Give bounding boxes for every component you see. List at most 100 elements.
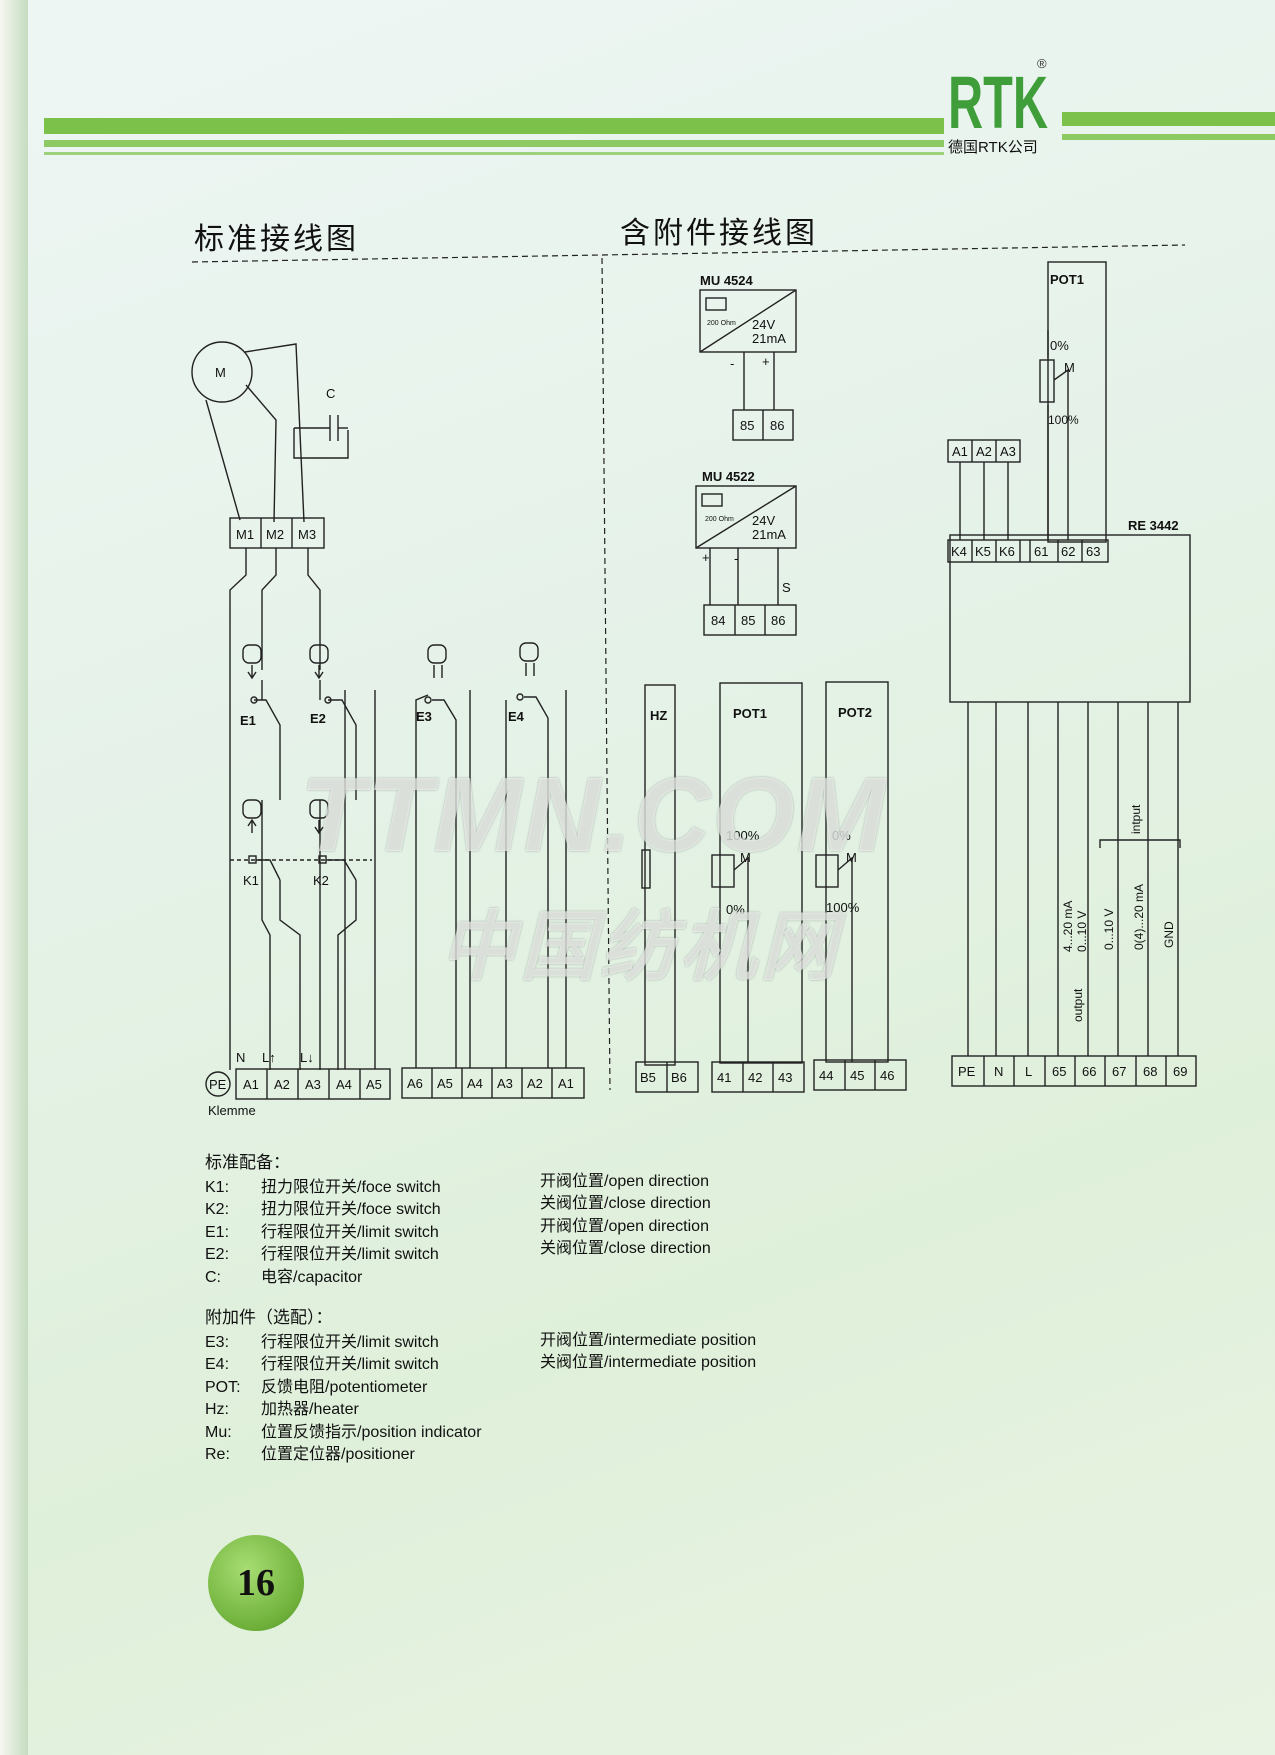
re-top-k5: K5 — [975, 544, 991, 559]
re3442-title: RE 3442 — [1128, 518, 1179, 533]
re-top-63: 63 — [1086, 544, 1100, 559]
legend-row: K1:扭力限位开关/foce switch — [205, 1177, 482, 1200]
re-bottom-67: 67 — [1112, 1064, 1126, 1079]
re-gnd: GND — [1162, 921, 1176, 948]
tb2-a3: A3 — [497, 1076, 513, 1091]
header-bar-middle — [44, 140, 944, 147]
tb1-a4: A4 — [336, 1077, 352, 1092]
legend-code: E1: — [205, 1223, 230, 1241]
capacitor-label: C — [326, 386, 335, 401]
mu4522-plus: + — [702, 550, 710, 565]
terminal-m1: M1 — [236, 527, 254, 542]
pot2-t44: 44 — [819, 1068, 833, 1083]
re-bottom-68: 68 — [1143, 1064, 1157, 1079]
mu4524-v: 24V — [752, 317, 775, 332]
legend-row: Hz: 加热器/heater — [205, 1399, 482, 1422]
re-top-k4: K4 — [951, 544, 967, 559]
re-top-61: 61 — [1034, 544, 1048, 559]
switch-e1: E1 — [240, 713, 256, 728]
logo-text: RTK — [948, 61, 1048, 144]
pot1-title: POT1 — [733, 706, 767, 721]
legend-row: K2: 扭力限位开关/foce switch — [205, 1199, 482, 1222]
wiring-diagram: M C M1 M2 M3 E1 E2 E3 E4 K1 K2 N L↑ L↓ P… — [191, 244, 1197, 1118]
legend-row: E3: 行程限位开关/limit switch — [205, 1332, 482, 1355]
legend-code: E3: — [205, 1333, 230, 1351]
tb2-a6: A6 — [407, 1076, 423, 1091]
header-bar-right-2 — [1062, 134, 1275, 140]
legend-row: E1: 行程限位开关/limit switch — [205, 1222, 482, 1245]
hz-title: HZ — [650, 708, 667, 723]
legend-code: K2: — [205, 1201, 230, 1218]
legend-code: Hz: — [205, 1401, 229, 1418]
header-bar-thin — [44, 152, 944, 155]
legend-row: E4:行程限位开关/limit switch — [205, 1354, 482, 1377]
re-bottom-n: N — [994, 1064, 1003, 1079]
switch-k1: K1 — [243, 873, 259, 888]
mu4522-ma: 21mA — [752, 527, 786, 542]
legend-desc: 加热器/heater — [261, 1401, 359, 1418]
legend-desc: 电容/capacitor — [261, 1268, 363, 1286]
mu4522-v: 24V — [752, 513, 775, 528]
tb2-a4: A4 — [467, 1076, 483, 1091]
title-accessory: 含附件接线图 — [620, 217, 818, 250]
mu4524-res: 200 Ohm — [707, 320, 736, 327]
legend-standard-title: 标准配备： — [205, 1153, 290, 1172]
tb2-a2: A2 — [527, 1076, 543, 1091]
legend-right-e2: 关阀位置/close direction — [540, 1240, 711, 1257]
watermark-url: TTMN.COM — [300, 756, 888, 874]
pot2-title: POT2 — [838, 705, 872, 720]
legend-desc: 扭力限位开关/foce switch — [261, 1201, 441, 1218]
switch-e3: E3 — [416, 709, 432, 724]
hz-b6: B6 — [671, 1070, 687, 1085]
re-top-62: 62 — [1061, 544, 1075, 559]
legend-row: POT:反馈电阻/potentiometer — [205, 1377, 482, 1400]
pot1-t43: 43 — [778, 1070, 792, 1085]
mu4522-minus: - — [734, 551, 738, 566]
page-number-badge: 16 — [208, 1535, 304, 1631]
title-standard: 标准接线图 — [194, 223, 359, 256]
re-top-k6: K6 — [999, 544, 1015, 559]
header-bar-top — [44, 118, 944, 134]
pot1-top-m: M — [1064, 360, 1075, 375]
motor-label: M — [215, 365, 226, 380]
legend-desc: 位置反馈指示/position indicator — [261, 1423, 482, 1441]
re-bottom-69: 69 — [1173, 1064, 1187, 1079]
pot1-t41: 41 — [717, 1070, 731, 1085]
legend-desc: 扭力限位开关/foce switch — [261, 1178, 441, 1196]
pe-label: PE — [209, 1077, 227, 1092]
re-a3: A3 — [1000, 444, 1016, 459]
pot2-m: M — [846, 850, 857, 865]
tb2-a5: A5 — [437, 1076, 453, 1091]
page-number: 16 — [237, 1562, 275, 1604]
legend-desc: 行程限位开关/limit switch — [261, 1223, 439, 1241]
re-bottom-pe: PE — [958, 1064, 976, 1079]
legend-desc: 行程限位开关/limit switch — [261, 1333, 439, 1351]
legend-right-k1: 开阀位置/open direction — [540, 1173, 709, 1190]
legend-code: POT: — [205, 1378, 241, 1396]
wire-n: N — [236, 1050, 245, 1065]
legend-row: C:电容/capacitor — [205, 1267, 482, 1290]
mu4522-t86: 86 — [771, 613, 785, 628]
pot2-bottom: 100% — [826, 900, 860, 915]
mu4524-ma: 21mA — [752, 331, 786, 346]
terminal-m3: M3 — [298, 527, 316, 542]
mu4522-s: S — [782, 580, 791, 595]
tb2-a1: A1 — [558, 1076, 574, 1091]
page-edge — [0, 0, 28, 1755]
tb1-a1: A1 — [243, 1077, 259, 1092]
wire-l-up: L↑ — [262, 1050, 276, 1065]
legend-row: Mu:位置反馈指示/position indicator — [205, 1422, 482, 1445]
re-out-v: 0...10 V — [1075, 911, 1089, 952]
pot1-top-hundred: 100% — [1048, 413, 1079, 427]
tb1-a3: A3 — [305, 1077, 321, 1092]
rtk-logo: RTK ® 德国RTK公司 — [948, 56, 1048, 156]
mu4524-minus: - — [730, 356, 734, 371]
terminal-m2: M2 — [266, 527, 284, 542]
mu4522-res: 200 Ohm — [705, 516, 734, 523]
legend-code: E4: — [205, 1356, 230, 1373]
pot2-t46: 46 — [880, 1068, 894, 1083]
watermark-cn: 中国纺机网 — [440, 905, 840, 990]
legend-code: E2: — [205, 1246, 230, 1263]
pot1-m: M — [740, 850, 751, 865]
pot1-t42: 42 — [748, 1070, 762, 1085]
